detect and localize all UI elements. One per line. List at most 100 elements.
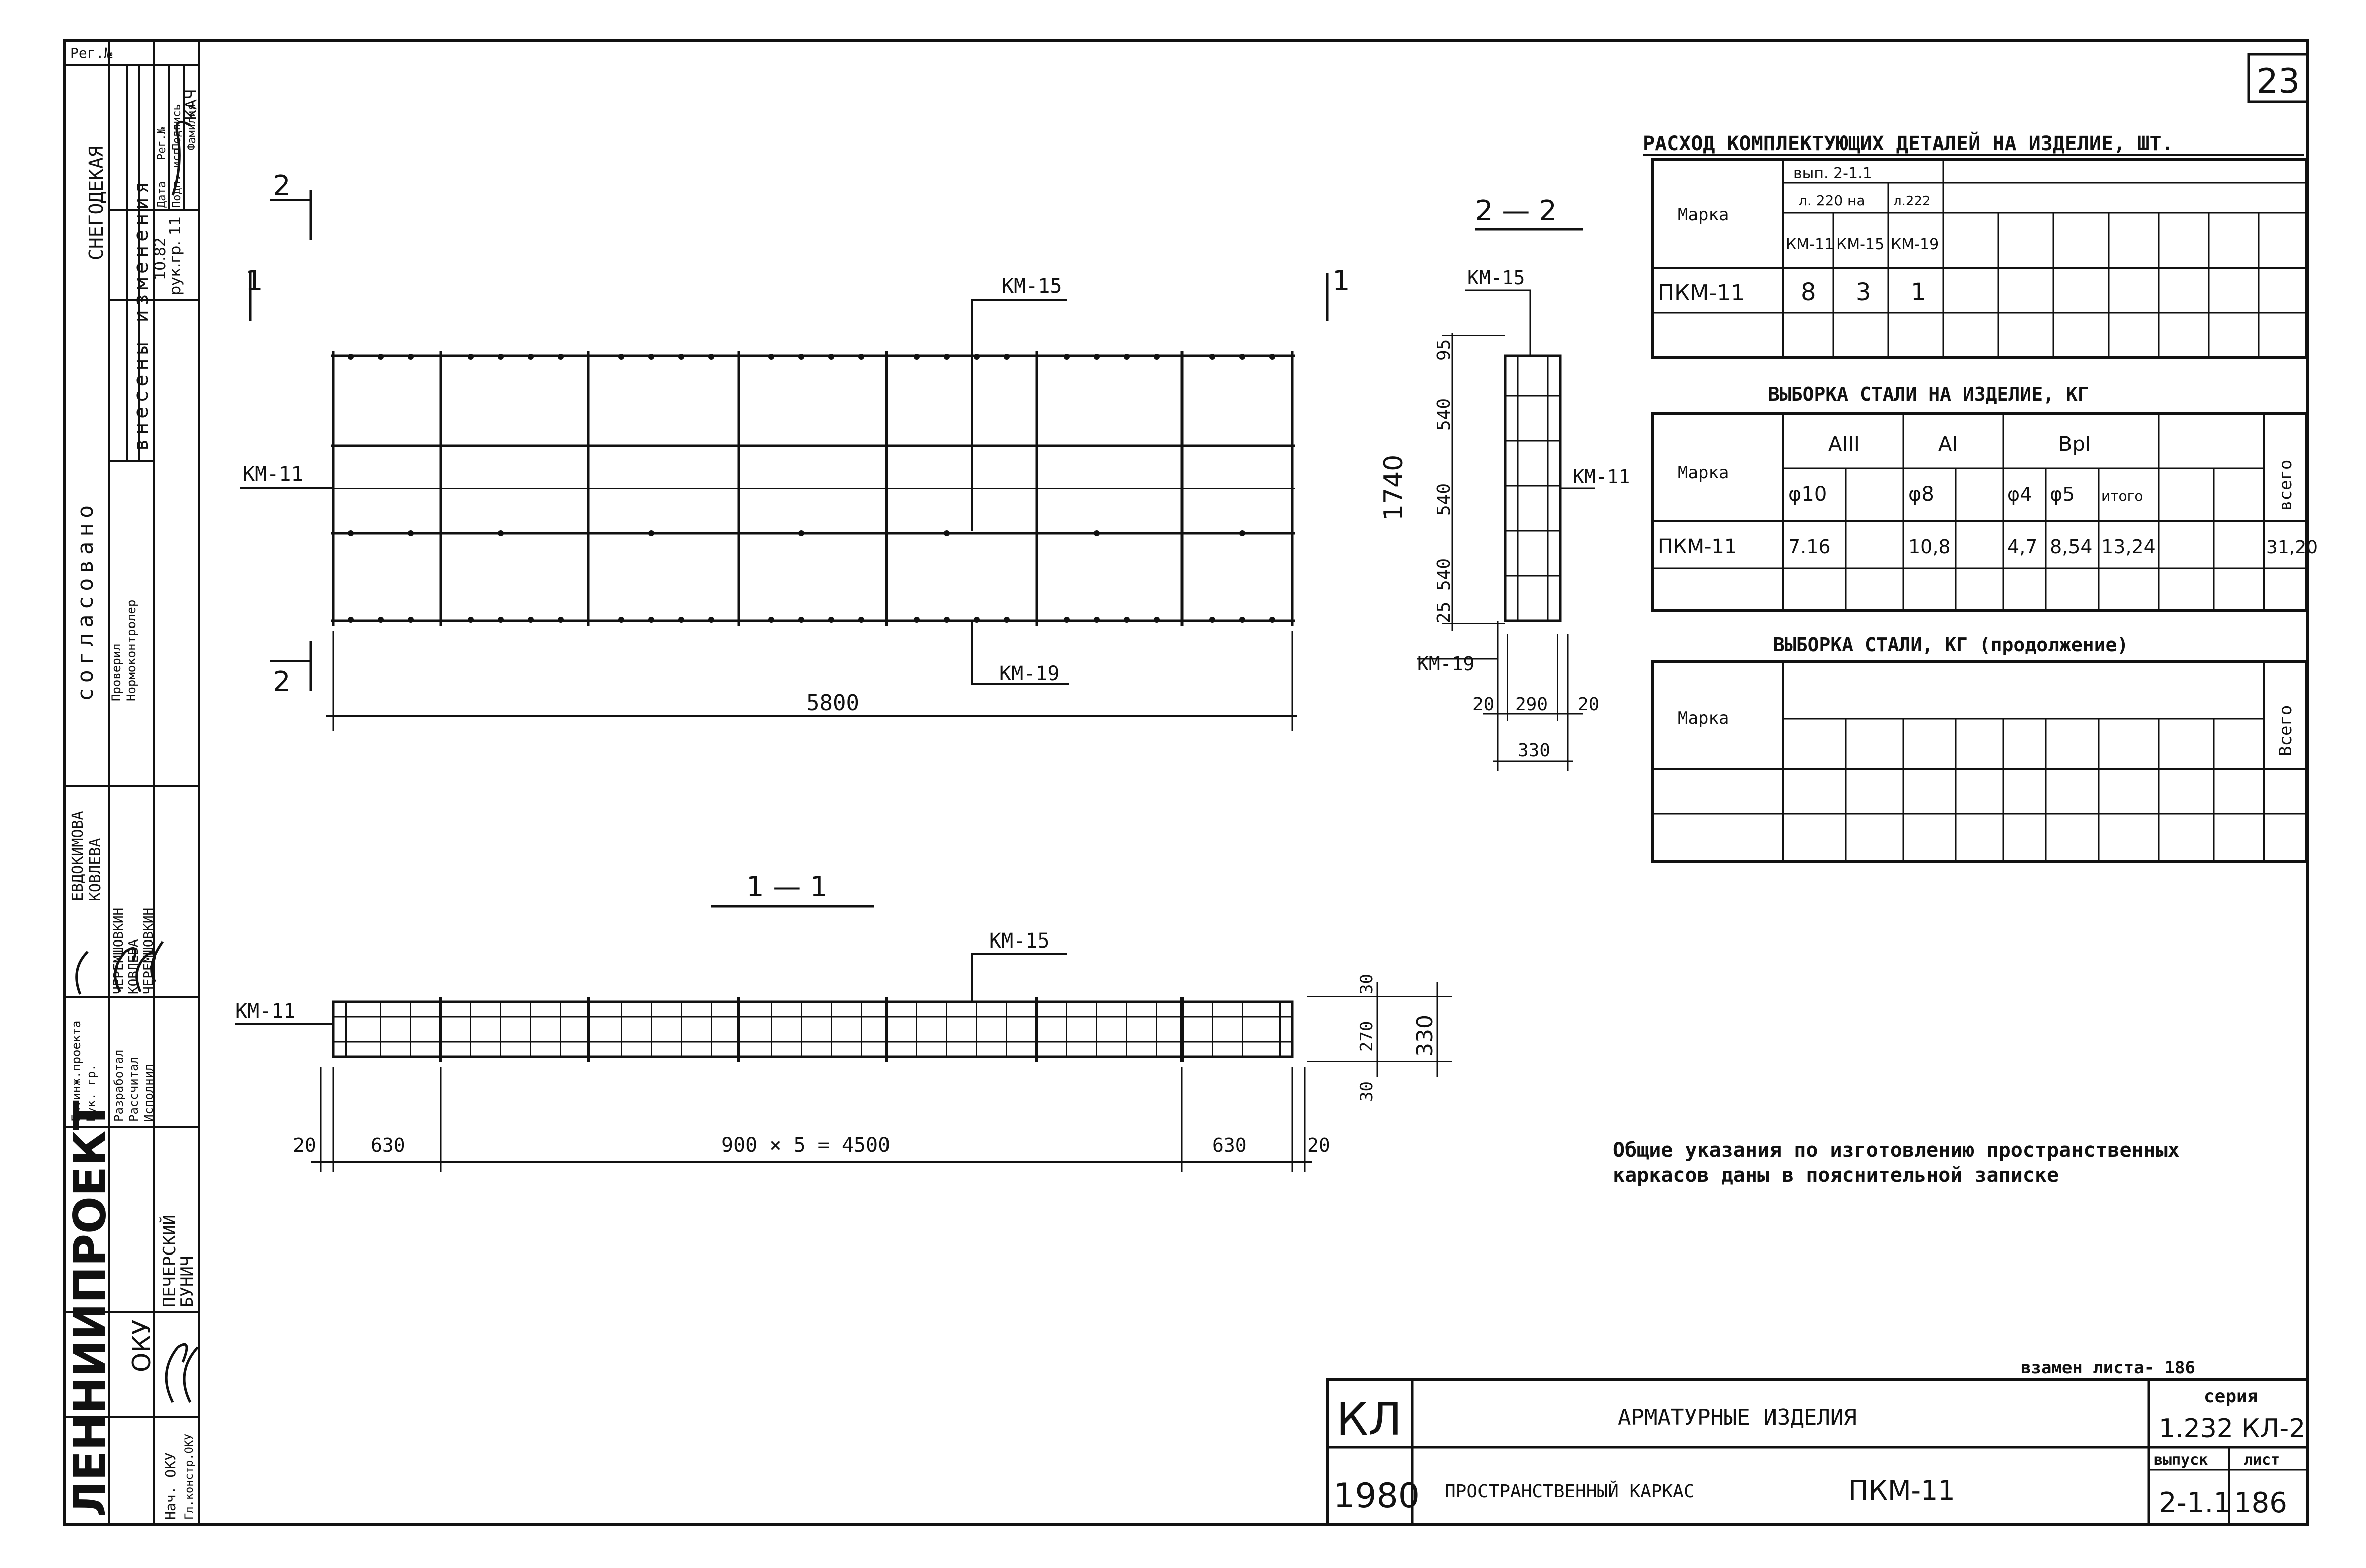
signature-marks	[75, 120, 199, 1403]
steel-group-vr1: ВрI	[2058, 433, 2091, 456]
parts-col-km15: КМ-15	[1836, 236, 1884, 253]
steel-val-d5: 8,54	[2050, 536, 2093, 558]
steel-sub-total: итого	[2101, 488, 2143, 504]
s11-dim-middle: 900 × 5 = 4500	[721, 1134, 890, 1157]
parts-issue: вып. 2-1.1	[1793, 165, 1872, 182]
title-block-title1: АРМАТУРНЫЕ ИЗДЕЛИЯ	[1618, 1405, 1857, 1430]
steel-cont-title: ВЫБОРКА СТАЛИ, КГ (продолжение)	[1773, 634, 2128, 656]
title-block-mark: ПКМ-11	[1848, 1475, 1955, 1506]
plan-view	[240, 190, 1329, 731]
steel-row-mark: ПКМ-11	[1658, 535, 1737, 558]
svg-text:11: 11	[167, 216, 184, 235]
svg-text:рук.гр.: рук.гр.	[167, 241, 184, 295]
parts-col-km11: КМ-11	[1786, 236, 1834, 253]
name-bunich: БУНИЧ	[177, 1256, 197, 1307]
city-text: СНЕГОДЕКАЯ	[85, 146, 107, 260]
steel-sub-d5: φ5	[2050, 483, 2075, 505]
parts-mark-header: Марка	[1678, 205, 1729, 225]
plan-km11-label: КМ-11	[243, 463, 303, 486]
svg-text:Рег.№: Рег.№	[156, 127, 168, 160]
series-value: 1.232 КЛ-2	[2159, 1414, 2305, 1444]
steel-val-d4: 4,7	[2007, 536, 2037, 558]
parts-table-grid	[1651, 158, 2308, 359]
title-block-code: КЛ	[1336, 1393, 1402, 1446]
parts-row-mark: ПКМ-11	[1658, 280, 1745, 306]
plan-km15-label: КМ-15	[1002, 275, 1062, 298]
s11-dim-270: 270	[1357, 1021, 1377, 1052]
steel-sub-d10: φ10	[1788, 483, 1827, 506]
steel-cont-total-header: Всего	[2276, 705, 2296, 756]
s22-height-dim: 1740	[1379, 455, 1409, 521]
s22-km11-label: КМ-11	[1573, 466, 1630, 488]
steel-val-all: 31,20	[2266, 537, 2318, 558]
s22-dim-540a: 540	[1434, 398, 1454, 431]
sheet-value: 186	[2234, 1487, 2287, 1519]
s11-km15-label: КМ-15	[989, 929, 1049, 953]
replaces-sheet-text: взамен листа- 186	[2021, 1358, 2195, 1378]
parts-value-km11: 8	[1801, 278, 1816, 306]
name-pechersky: ПЕЧЕРСКИЙ	[159, 1215, 180, 1307]
change-columns: Дата Рег.№ Подп. исп. Подпись Фамилия 10…	[152, 89, 200, 295]
parts-sheet-ref1: л. 220 на	[1798, 192, 1865, 209]
steel-val-d8: 10,8	[1908, 536, 1951, 558]
svg-text:Дата: Дата	[156, 181, 168, 208]
left-stamp	[63, 39, 200, 1526]
issue-label: выпуск	[2154, 1451, 2208, 1469]
s11-dim-30a: 30	[1357, 974, 1377, 994]
cut-1-left: 1	[245, 265, 263, 297]
title-block-year: 1980	[1333, 1476, 1420, 1516]
calculated-label: Рассчитал	[127, 1057, 141, 1122]
checked-label: Проверил	[109, 643, 123, 701]
name-evdokimova: ЕВДОКИМОВА	[69, 811, 87, 901]
norm-label: Нормоконтролер	[124, 600, 138, 701]
s11-dim-630b: 630	[1212, 1134, 1247, 1156]
note-line-2: каркасов даны в пояснительной записке	[1613, 1164, 2059, 1187]
steel-table-title: ВЫБОРКА СТАЛИ НА ИЗДЕЛИЕ, КГ	[1768, 383, 2089, 405]
s11-dim-20b: 20	[1307, 1134, 1330, 1156]
s11-km11-label: КМ-11	[235, 1000, 295, 1023]
changes-title: внесены изменения	[130, 178, 153, 451]
steel-cont-grid	[1651, 660, 2308, 863]
dept-head-label: Нач. ОКУ	[162, 1452, 179, 1520]
s11-dim-20a: 20	[293, 1134, 316, 1156]
plan-length-dim: 5800	[806, 690, 859, 716]
dept-name: ОКУ	[127, 1320, 156, 1372]
s22-dim-95: 95	[1434, 339, 1454, 361]
svg-text:10.82: 10.82	[152, 237, 169, 280]
s22-km19-label: КМ-19	[1417, 653, 1474, 675]
chief-constructor-label: Гл.констр.ОКУ	[183, 1434, 196, 1520]
parts-value-km19: 1	[1911, 278, 1926, 306]
cut-1-right: 1	[1332, 265, 1350, 297]
s22-dim-25: 25	[1434, 602, 1454, 623]
steel-total-header: всего	[2276, 460, 2296, 511]
page-number-box: 23	[2247, 53, 2309, 103]
s22-km15-label: КМ-15	[1467, 267, 1525, 289]
reg-no-label: Рег.№	[70, 45, 112, 61]
executor-label: Исполнил	[142, 1064, 156, 1122]
developed-label: Разработал	[112, 1050, 126, 1122]
steel-val-total: 13,24	[2101, 536, 2156, 558]
note-line-1: Общие указания по изготовлению пространс…	[1613, 1139, 2180, 1162]
s11-dim-330: 330	[1412, 1015, 1438, 1057]
s11-dim-30b: 30	[1357, 1081, 1377, 1102]
steel-table-grid	[1651, 412, 2308, 612]
section-1-1-title: 1 — 1	[746, 871, 828, 903]
s22-dim-20b: 20	[1578, 694, 1599, 715]
section-1-1	[235, 905, 1452, 1172]
steel-val-d10: 7.16	[1788, 536, 1831, 558]
s22-dim-20a: 20	[1472, 694, 1494, 715]
cut-2-top: 2	[273, 170, 291, 202]
sheet-frame	[63, 39, 2309, 1526]
svg-text:Фамилия: Фамилия	[186, 104, 198, 150]
steel-group-a3: АIII	[1828, 433, 1860, 456]
steel-sub-d8: φ8	[1908, 483, 1934, 506]
plan-km19-label: КМ-19	[999, 662, 1059, 685]
org-name: ЛЕННИИПРОЕКТ	[64, 1100, 116, 1517]
steel-group-a1: АI	[1938, 433, 1958, 456]
agreed-text: согласовано	[73, 500, 98, 701]
title-block-grid	[1326, 1378, 2309, 1526]
name-kovleva: КОВЛЕВА	[87, 838, 104, 901]
s22-dim-330: 330	[1518, 740, 1550, 761]
steel-sub-d4: φ4	[2007, 483, 2032, 505]
